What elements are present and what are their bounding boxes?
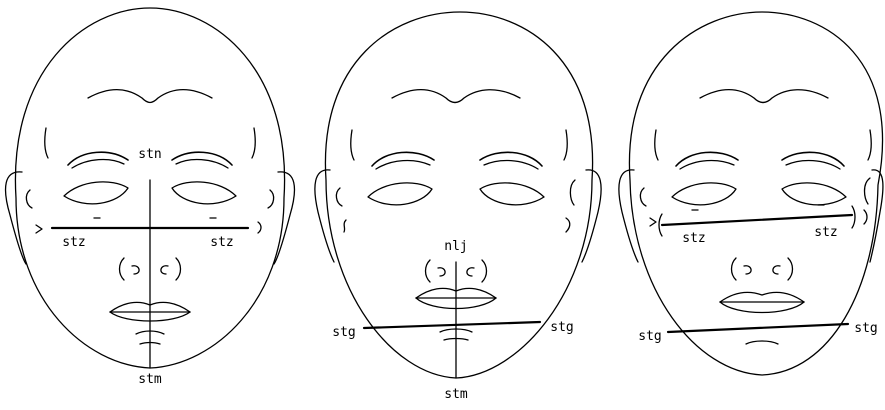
face-3-bizygomatic-line (662, 215, 852, 225)
face-2-left-ear-inner (336, 188, 342, 206)
face-2-label-stm: stm (444, 387, 468, 402)
face-1-left-brow-2 (72, 159, 124, 168)
face-1-right-brow (172, 152, 232, 165)
face-2-right-mark (566, 218, 570, 232)
face-3-nose-left (732, 258, 737, 280)
face-1-left-temple (45, 128, 48, 158)
face-2-left-ear (315, 170, 334, 262)
face-3-right-brow (782, 152, 844, 166)
face-1-right-temple (252, 128, 255, 158)
face-3-nose-right (788, 258, 793, 280)
face-1-label-stm: stm (138, 372, 162, 387)
face-1-right-mark (258, 222, 261, 233)
face-3-left-eye (672, 183, 736, 205)
face-1-label-stz-left: stz (62, 235, 85, 250)
face-1-left-eye (64, 182, 128, 204)
face-1-nose-right (176, 258, 181, 280)
face-2-nose-left (426, 260, 431, 282)
face-1-hairline (88, 90, 212, 103)
face-3-hairline (700, 90, 828, 103)
face-3-bigonial-line (668, 324, 848, 332)
face-3-right-temple (868, 130, 871, 160)
face-3-right-ear-inner (865, 178, 871, 204)
face-3-lower-lip (720, 302, 804, 313)
face-3-nostril-left (744, 266, 751, 274)
face-2-left-temple (351, 130, 354, 160)
face-1-left-brow (68, 152, 128, 165)
face-1-left-ear-inner (26, 190, 32, 208)
face-1-right-ear-inner (268, 190, 274, 208)
face-2-right-eye (480, 183, 544, 205)
face-1-nose-left (120, 258, 125, 280)
face-3-left-temple (655, 130, 658, 160)
face-3-left-ear-inner (640, 188, 646, 206)
face-2-right-temple (564, 130, 567, 160)
face-3-label-stz-left: stz (682, 231, 705, 246)
face-2-left-mark (344, 220, 346, 232)
face-3-nostril-right (773, 266, 780, 274)
face-3-label-stg-left: stg (638, 329, 661, 344)
face-3-label-stg-right: stg (854, 321, 877, 336)
face-2-right-ear-inner (570, 180, 575, 205)
face-3-left-mark (650, 218, 656, 226)
face-2-label-stg-left: stg (332, 325, 355, 340)
face-1-nostril-left (132, 266, 139, 274)
face-1-right-brow-2 (176, 159, 228, 168)
face-3-head-outline (629, 12, 882, 375)
face-3-right-bracket (852, 206, 855, 228)
face-1-right-eye (172, 182, 236, 204)
face-2-hairline (392, 90, 520, 103)
face-2-label-stg-right: stg (550, 320, 573, 335)
face-2-nostril-right (467, 268, 474, 276)
face-2-label-nlj: nlj (444, 239, 467, 254)
face-3-chin-mark (746, 341, 778, 344)
face-2-bigonial-line (364, 322, 540, 328)
face-3-left-ear (619, 170, 638, 262)
face-1-label-stn: stn (138, 147, 161, 162)
face-3-right-eye (782, 183, 846, 205)
face-1-nostril-right (161, 266, 168, 274)
face-2-left-brow-2 (376, 160, 430, 169)
face-2-left-brow (372, 152, 434, 166)
face-2-right-brow-2 (484, 160, 538, 169)
face-2-right-brow (480, 152, 542, 166)
face-3: stz stz stg stg (619, 12, 883, 375)
face-1: stn stz stz stm (6, 8, 295, 387)
face-2-nostril-left (438, 268, 445, 276)
face-2: nlj stg stg stm (315, 12, 601, 402)
face-1-left-mark (36, 225, 42, 233)
face-3-right-brow-2 (786, 160, 840, 169)
face-3-left-brow-2 (680, 160, 734, 169)
face-3-right-mark (864, 210, 867, 224)
face-2-nose-right (482, 260, 487, 282)
face-3-left-brow (676, 152, 738, 166)
face-2-left-eye (368, 183, 432, 205)
face-3-upper-lip (720, 292, 804, 302)
face-3-label-stz-right: stz (814, 225, 837, 240)
face-1-label-stz-right: stz (210, 235, 233, 250)
